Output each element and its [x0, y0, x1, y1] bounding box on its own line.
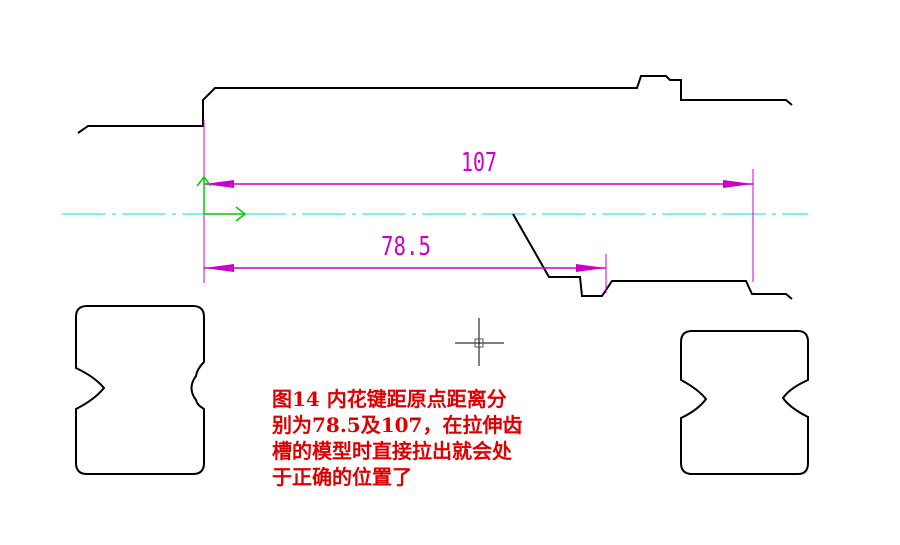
figure-caption: 图14 内花键距原点距离分 别为78.5及107，在拉伸齿 槽的模型时直接拉出就…: [272, 386, 632, 490]
left-spline-tooth-profile: [75, 305, 205, 475]
upper-part-outline: [77, 75, 793, 134]
arrowhead-78-5-right: [576, 264, 606, 272]
arrowhead-107-left: [204, 180, 234, 188]
arrowhead-107-right: [723, 180, 753, 188]
caption-line: 别为78.5及107，在拉伸齿: [272, 413, 523, 437]
caption-line: 槽的模型时直接拉出就会处: [272, 439, 512, 463]
arrowhead-78-5-left: [204, 264, 234, 272]
dimension-text-78-5: 78.5: [381, 232, 431, 262]
right-spline-tooth-profile: [680, 330, 809, 475]
crosshair-cursor-icon: [455, 318, 504, 366]
dimension-text-107: 107: [461, 148, 497, 178]
ucs-axis-icon: [196, 175, 247, 222]
caption-line: 图14 内花键距原点距离分: [272, 387, 507, 411]
caption-line: 于正确的位置了: [272, 465, 412, 489]
lower-part-outline: [512, 213, 793, 300]
